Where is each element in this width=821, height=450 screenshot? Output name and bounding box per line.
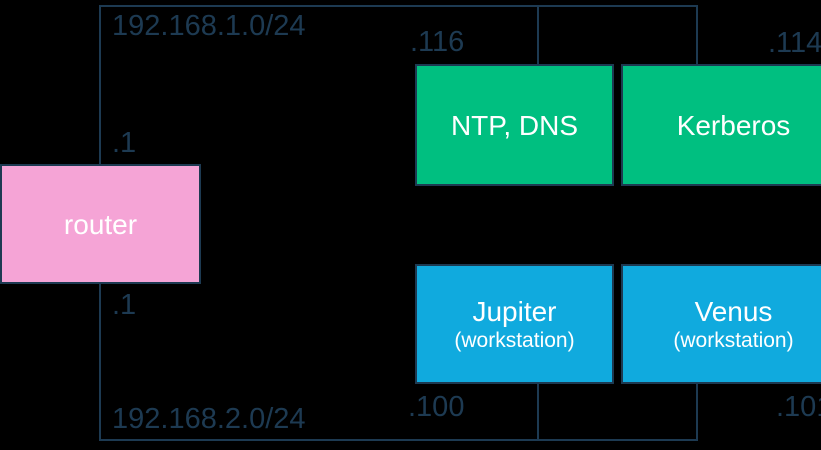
net2-bus-line — [99, 439, 698, 441]
kerberos-label: Kerberos — [676, 109, 791, 141]
kerberos-node: Kerberos — [621, 64, 821, 186]
ntp-dns-ip-label: .116 — [410, 26, 465, 58]
venus-ip-label: .101 — [776, 391, 821, 423]
jupiter-ip-label: .100 — [408, 391, 465, 423]
kerberos-ip-label: .114 — [768, 27, 821, 59]
jupiter-link-line — [537, 384, 539, 440]
router-label: router — [63, 208, 138, 240]
kerberos-link-line — [696, 5, 698, 66]
router-net1-ip-label: .1 — [112, 127, 137, 159]
net1-cidr-label: 192.168.1.0/24 — [112, 10, 306, 42]
ntp-dns-node: NTP, DNS — [415, 64, 614, 186]
router-node: router — [0, 164, 201, 284]
router-net2-link-line — [99, 284, 101, 441]
venus-label: Venus — [694, 296, 773, 327]
venus-sublabel: (workstation) — [673, 329, 794, 352]
jupiter-sublabel: (workstation) — [454, 329, 575, 352]
net2-cidr-label: 192.168.2.0/24 — [112, 403, 306, 435]
net1-bus-line — [99, 5, 698, 7]
ntp-dns-label: NTP, DNS — [450, 109, 579, 141]
jupiter-node: Jupiter (workstation) — [415, 264, 614, 384]
ntp-dns-link-line — [537, 5, 539, 66]
router-net1-link-line — [99, 5, 101, 165]
venus-link-line — [696, 384, 698, 440]
venus-node: Venus (workstation) — [621, 264, 821, 384]
jupiter-label: Jupiter — [472, 296, 557, 327]
router-net2-ip-label: .1 — [112, 289, 137, 321]
